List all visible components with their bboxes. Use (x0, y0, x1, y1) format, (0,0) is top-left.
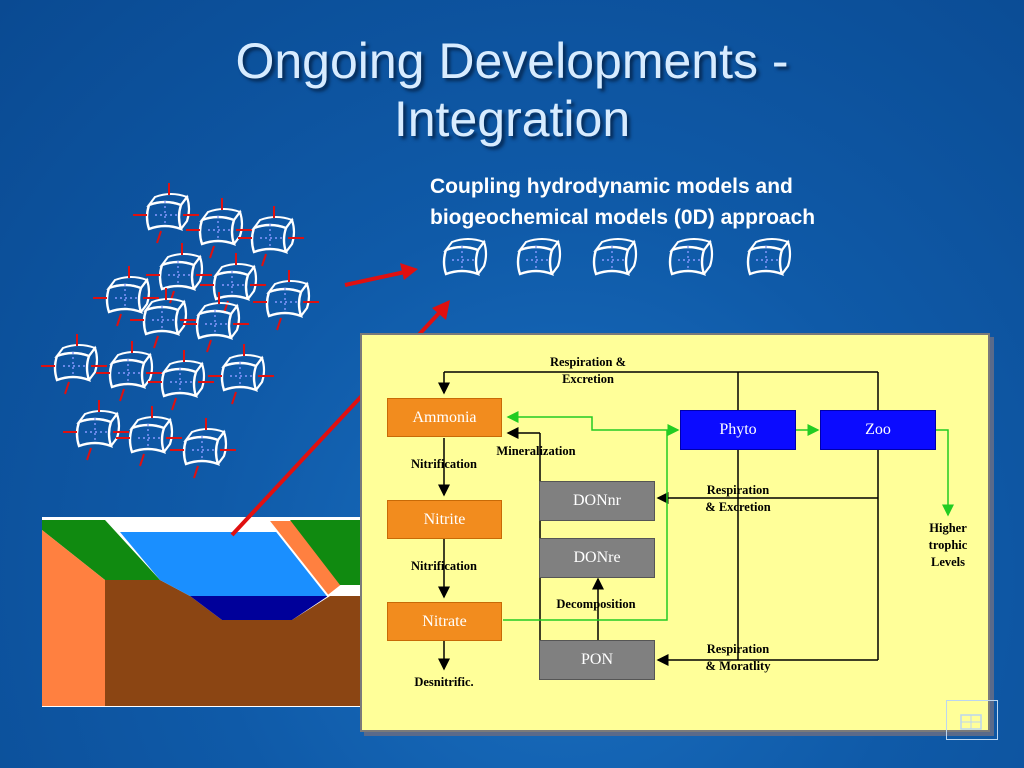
respiration-mortality-label: Respiration & Moratlity (688, 641, 788, 675)
label-line: & Moratlity (705, 659, 771, 673)
ammonia-box: Ammonia (387, 398, 502, 437)
subtitle: Coupling hydrodynamic models and biogeoc… (430, 171, 930, 233)
model-cube-icon (442, 237, 792, 276)
navigation-glyph (960, 714, 982, 730)
label-line: Levels (930, 555, 966, 569)
subtitle-line-2: biogeochemical models (0D) approach (430, 206, 816, 229)
slide-title: Ongoing Developments - Integration (0, 32, 1024, 148)
label-line: Respiration & (549, 355, 627, 369)
nitrite-box: Nitrite (387, 500, 502, 539)
label-line: Excretion (562, 372, 614, 386)
respiration-excretion-mid-label: Respiration & Excretion (688, 482, 788, 516)
pon-box: PON (539, 640, 655, 680)
nitrogen-cycle-diagram: Ammonia Nitrite Nitrate Phyto Zoo DONnr … (360, 333, 990, 732)
zoo-box: Zoo (820, 410, 936, 450)
diagram-connectors (438, 371, 954, 671)
subtitle-line-1: Coupling hydrodynamic models and (430, 175, 793, 198)
desnitrific-label: Desnitrific. (414, 675, 474, 689)
grid-cells-3d-icon (41, 183, 319, 478)
label-line: Respiration (706, 483, 770, 497)
phyto-box: Phyto (680, 410, 796, 450)
donnr-box: DONnr (539, 481, 655, 521)
label-line: & Excretion (705, 500, 771, 514)
label-line: Respiration (706, 642, 770, 656)
label-line: Higher (929, 521, 967, 535)
decomposition-label: Decomposition (556, 597, 636, 611)
label-line: trophic (928, 538, 968, 552)
navigation-icon[interactable] (946, 700, 998, 740)
higher-trophic-levels-label: Higher trophic Levels (908, 520, 988, 571)
donre-box: DONre (539, 538, 655, 578)
title-line-2: Integration (393, 91, 631, 147)
title-line-1: Ongoing Developments - (235, 33, 789, 89)
nitrification-label-1: Nitrification (411, 457, 477, 471)
channel-cross-section-icon (42, 517, 360, 707)
respiration-excretion-top-label: Respiration & Excretion (538, 354, 638, 388)
mineralization-label: Mineralization (496, 444, 576, 458)
nitrification-label-2: Nitrification (411, 559, 477, 573)
nitrate-box: Nitrate (387, 602, 502, 641)
